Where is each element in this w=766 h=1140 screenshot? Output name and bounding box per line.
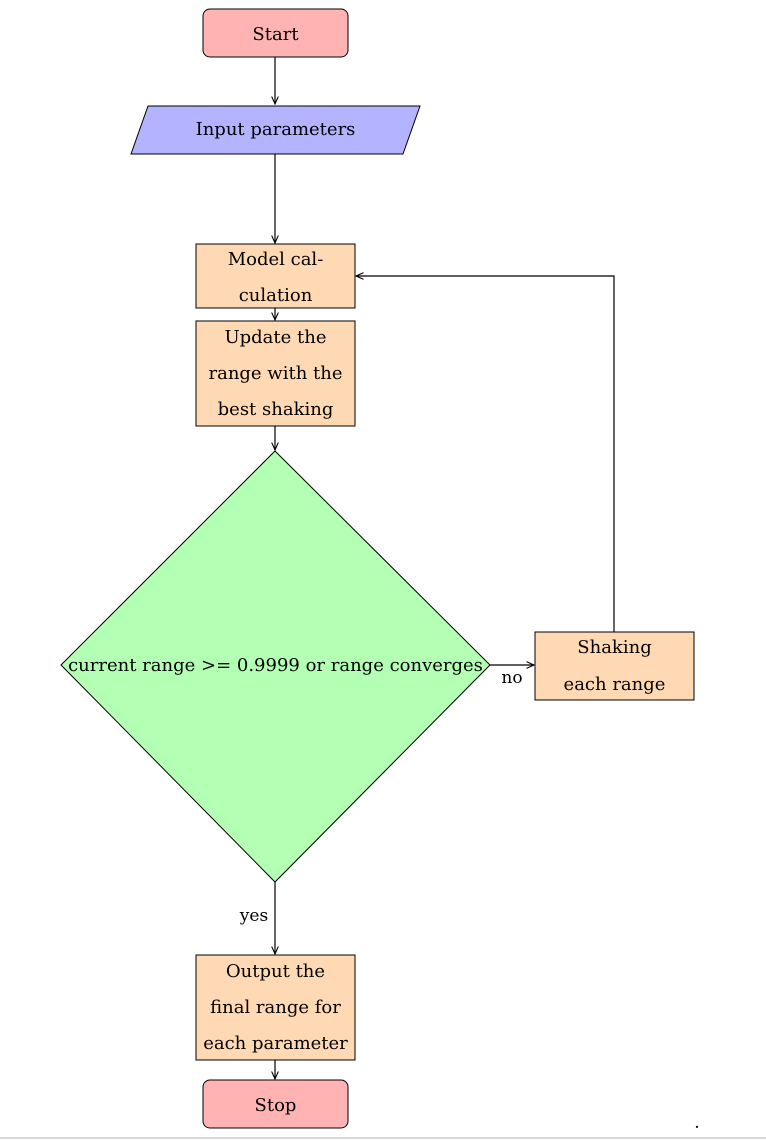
arrow-shaking-to-model — [356, 276, 615, 632]
update-range-node — [195, 320, 356, 427]
stop-label: Stop — [255, 1095, 297, 1116]
output-line-3: each parameter — [203, 1033, 348, 1054]
stop-node — [202, 1079, 349, 1129]
input-node — [130, 105, 421, 155]
model-calculation-line-1: Model cal- — [228, 249, 324, 270]
update-range-line-3: best shaking — [218, 399, 334, 420]
edge-label-yes: yes — [239, 906, 268, 926]
input-label: Input parameters — [196, 119, 356, 140]
start-label: Start — [252, 24, 299, 45]
edge-label-no: no — [501, 668, 522, 688]
shaking-node — [534, 631, 695, 701]
page-dot: . — [694, 1113, 699, 1133]
decision-label: current range >= 0.9999 or range converg… — [68, 655, 483, 676]
page-bottom-rule — [0, 1137, 766, 1139]
shaking-line-1: Shaking — [577, 637, 651, 658]
model-calculation-node — [195, 243, 356, 309]
output-node — [195, 954, 356, 1061]
output-line-2: final range for — [210, 997, 341, 1018]
output-line-1: Output the — [226, 961, 325, 982]
model-calculation-line-2: culation — [239, 285, 313, 306]
decision-node — [60, 450, 491, 883]
shaking-line-2: each range — [564, 674, 666, 695]
start-node — [202, 8, 349, 58]
update-range-line-2: range with the — [208, 363, 342, 384]
update-range-line-1: Update the — [224, 327, 326, 348]
